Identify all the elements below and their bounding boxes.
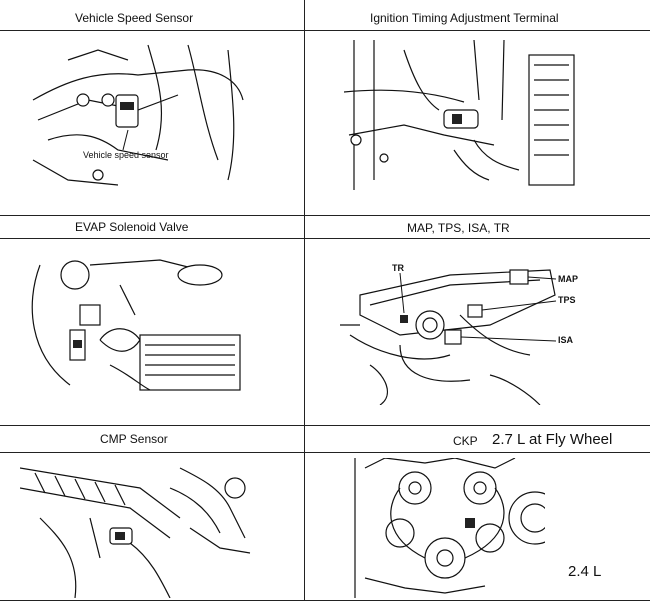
panel-subtitle-ckp-fly-wheel: 2.7 L at Fly Wheel [492, 431, 613, 448]
panel-title-cmp-sensor: CMP Sensor [100, 432, 168, 446]
evap-solenoid-valve-drawing [31, 259, 241, 391]
divider-bottom [0, 600, 650, 601]
cmp-sensor-drawing [20, 467, 251, 598]
panel-title-ignition-timing: Ignition Timing Adjustment Terminal [370, 11, 559, 25]
panel-title-map-tps-isa-tr: MAP, TPS, ISA, TR [407, 221, 510, 235]
callout-vehicle-speed-sensor: Vehicle speed sensor [83, 150, 169, 160]
divider-row-2 [0, 215, 650, 216]
divider-center [304, 0, 305, 600]
callout-2-4-l: 2.4 L [568, 563, 602, 580]
callout-tps: TPS [558, 295, 576, 305]
ckp-drawing [354, 458, 545, 598]
divider-row-3-title [0, 452, 650, 453]
panel-title-ckp: CKP [453, 434, 478, 448]
map-tps-isa-tr-drawing: TR MAP TPS ISA [340, 263, 578, 405]
divider-row-2-title [0, 238, 650, 239]
ignition-timing-drawing [344, 40, 575, 190]
callout-map: MAP [558, 274, 578, 284]
panel-title-vehicle-speed-sensor: Vehicle Speed Sensor [75, 11, 194, 25]
divider-row-3 [0, 425, 650, 426]
divider-row-1-title [0, 30, 650, 31]
vehicle-speed-sensor-drawing: Vehicle speed sensor [32, 44, 244, 186]
callout-isa: ISA [558, 335, 574, 345]
panel-title-evap-solenoid-valve: EVAP Solenoid Valve [75, 220, 189, 234]
callout-tr: TR [392, 263, 404, 273]
